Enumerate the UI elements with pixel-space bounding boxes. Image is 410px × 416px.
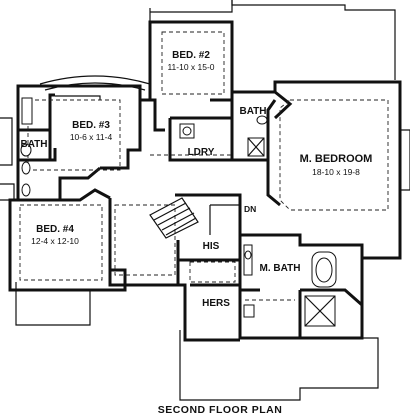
room-name-bed3: BED. #3 (72, 120, 110, 131)
exterior-walls (8, 20, 402, 342)
room-name-bath2: BATH (239, 106, 266, 117)
room-name-mbath: M. BATH (260, 263, 301, 274)
plan-caption: SECOND FLOOR PLAN (158, 404, 283, 416)
room-name-bed4: BED. #4 (36, 224, 74, 235)
room-labels: BED. #2 11-10 x 15-0 BED. #3 10-6 x 11-4… (20, 50, 372, 309)
staircase (149, 197, 240, 239)
dashed-lines (19, 31, 389, 301)
room-dims-bed4: 12-4 x 12-10 (31, 236, 79, 246)
room-name-bed2: BED. #2 (172, 50, 210, 61)
room-name-his: HIS (203, 241, 220, 252)
room-dims-bed2: 11-10 x 15-0 (167, 62, 214, 72)
stair-direction-label: DN (244, 204, 256, 214)
room-dims-bed3: 10-6 x 11-4 (70, 132, 113, 142)
room-name-laundry: LDRY (188, 147, 215, 158)
interior-walls (18, 90, 364, 338)
room-name-hers: HERS (202, 298, 230, 309)
room-name-bath: BATH (20, 139, 47, 150)
bath-fixtures (20, 97, 337, 327)
room-dims-master: 18-10 x 19-8 (312, 167, 360, 177)
room-name-master: M. BEDROOM (300, 153, 373, 165)
